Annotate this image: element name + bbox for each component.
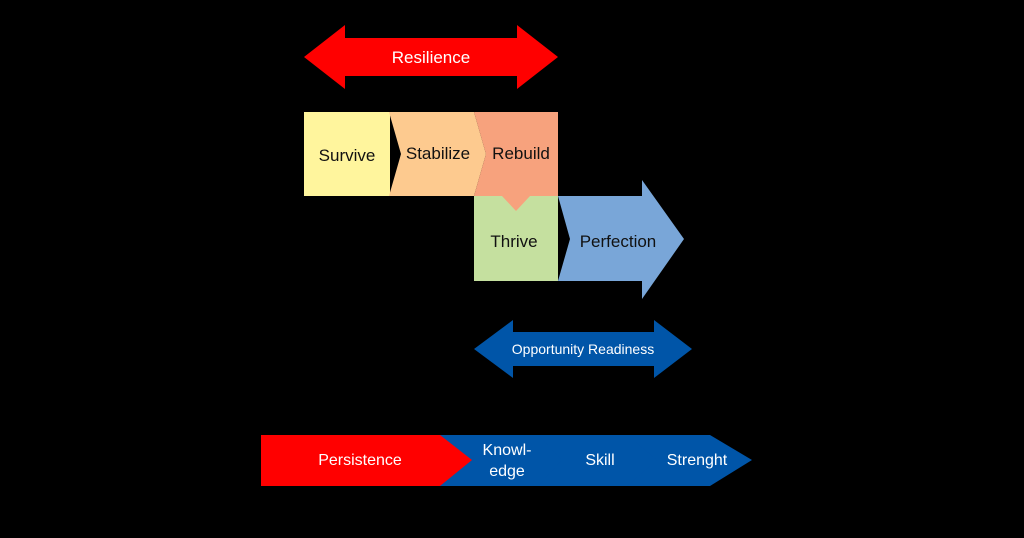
rebuild-label: Rebuild [492,144,550,163]
opportunity-readiness-arrow: Opportunity Readiness [474,320,692,378]
thrive-label: Thrive [490,232,537,251]
skill-shape [532,435,657,486]
rebuild-box [474,112,558,211]
opportunity-arrow-shape [474,320,692,378]
stabilize-label: Stabilize [406,144,470,163]
stabilize-chevron [389,112,486,196]
persistence-shape [261,435,472,486]
stage-survive: Survive [304,112,390,196]
knowledge-chevron: Knowl- edge [437,435,562,486]
perfection-arrow [558,180,684,299]
stage-stabilize: Stabilize [389,112,486,196]
survive-box [304,112,390,196]
perfection-label: Perfection [580,232,657,251]
survive-label: Survive [319,146,376,165]
stage-rebuild: Rebuild [474,112,558,211]
resilience-label: Resilience [392,48,470,67]
strength-label: Strenght [667,452,728,469]
resilience-arrow: Resilience [304,25,558,89]
persistence-chevron: Persistence [261,435,472,486]
resilience-arrow-shape [304,25,558,89]
knowledge-label-line1: Knowl- [483,442,532,459]
stage-thrive: Thrive [474,196,558,281]
strength-chevron: Strenght [617,435,752,486]
stage-perfection: Perfection [558,180,684,299]
persistence-label: Persistence [318,452,402,469]
strength-shape [617,435,752,486]
knowledge-shape [437,435,562,486]
knowledge-label-line2: edge [489,463,525,480]
skill-chevron: Skill [532,435,657,486]
opportunity-label: Opportunity Readiness [512,341,654,357]
skill-label: Skill [585,452,614,469]
